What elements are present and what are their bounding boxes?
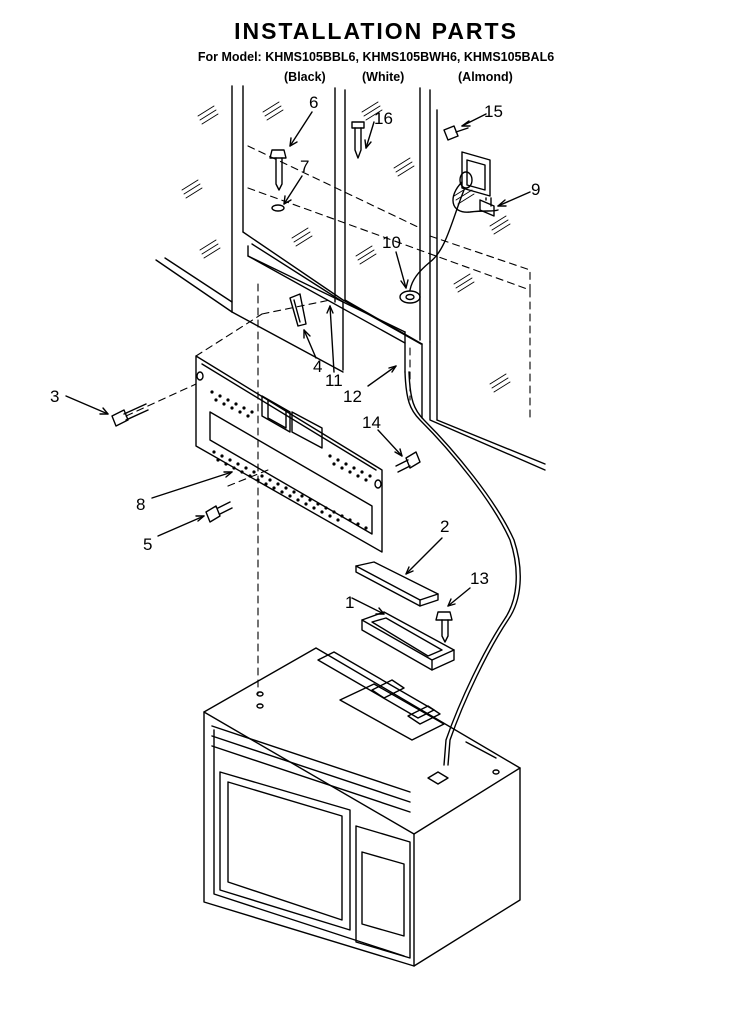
upper-cabinets	[155, 85, 546, 471]
callout-8: 8	[136, 495, 145, 514]
callout-1: 1	[345, 593, 354, 612]
grommet-icon	[399, 290, 421, 304]
callout-5: 5	[143, 535, 152, 554]
damper-cover-2	[355, 561, 439, 607]
callout-16: 16	[374, 109, 393, 128]
bracket-4-icon	[289, 293, 307, 327]
power-cord	[404, 181, 521, 766]
color-black: (Black)	[284, 70, 326, 84]
callout-4: 4	[313, 357, 322, 376]
callout-7: 7	[300, 157, 309, 176]
model-line: For Model: KHMS105BBL6, KHMS105BWH6, KHM…	[197, 50, 555, 64]
mounting-plate	[195, 355, 383, 553]
callout-9: 9	[531, 180, 540, 199]
callout-2: 2	[440, 517, 449, 536]
callout-6: 6	[309, 93, 318, 112]
callout-14: 14	[362, 413, 381, 432]
callout-15: 15	[484, 102, 503, 121]
screw-6-icon	[269, 149, 287, 191]
callout-13: 13	[470, 569, 489, 588]
color-almond: (Almond)	[458, 70, 513, 84]
screw-3-icon	[111, 403, 149, 427]
microwave-oven	[203, 647, 521, 967]
washer-7-icon	[271, 204, 285, 212]
callout-12: 12	[343, 387, 362, 406]
hidden-lines	[125, 145, 531, 695]
cord-clamp-icon	[479, 197, 495, 217]
callout-3: 3	[50, 387, 59, 406]
glass-hatching	[181, 101, 511, 393]
outlet-box	[459, 151, 491, 197]
callout-10: 10	[382, 233, 401, 252]
toggle-bolt-16-icon	[351, 121, 365, 159]
leader-arrows	[65, 111, 531, 615]
callout-11: 11	[325, 371, 343, 390]
screw-15-icon	[443, 125, 469, 141]
color-white: (White)	[362, 70, 405, 84]
screw-13-icon	[435, 611, 453, 643]
screw-14-icon	[395, 451, 421, 473]
plate-vent-holes	[210, 390, 372, 530]
screw-5-icon	[205, 501, 233, 523]
page-title: INSTALLATION PARTS	[234, 18, 518, 44]
